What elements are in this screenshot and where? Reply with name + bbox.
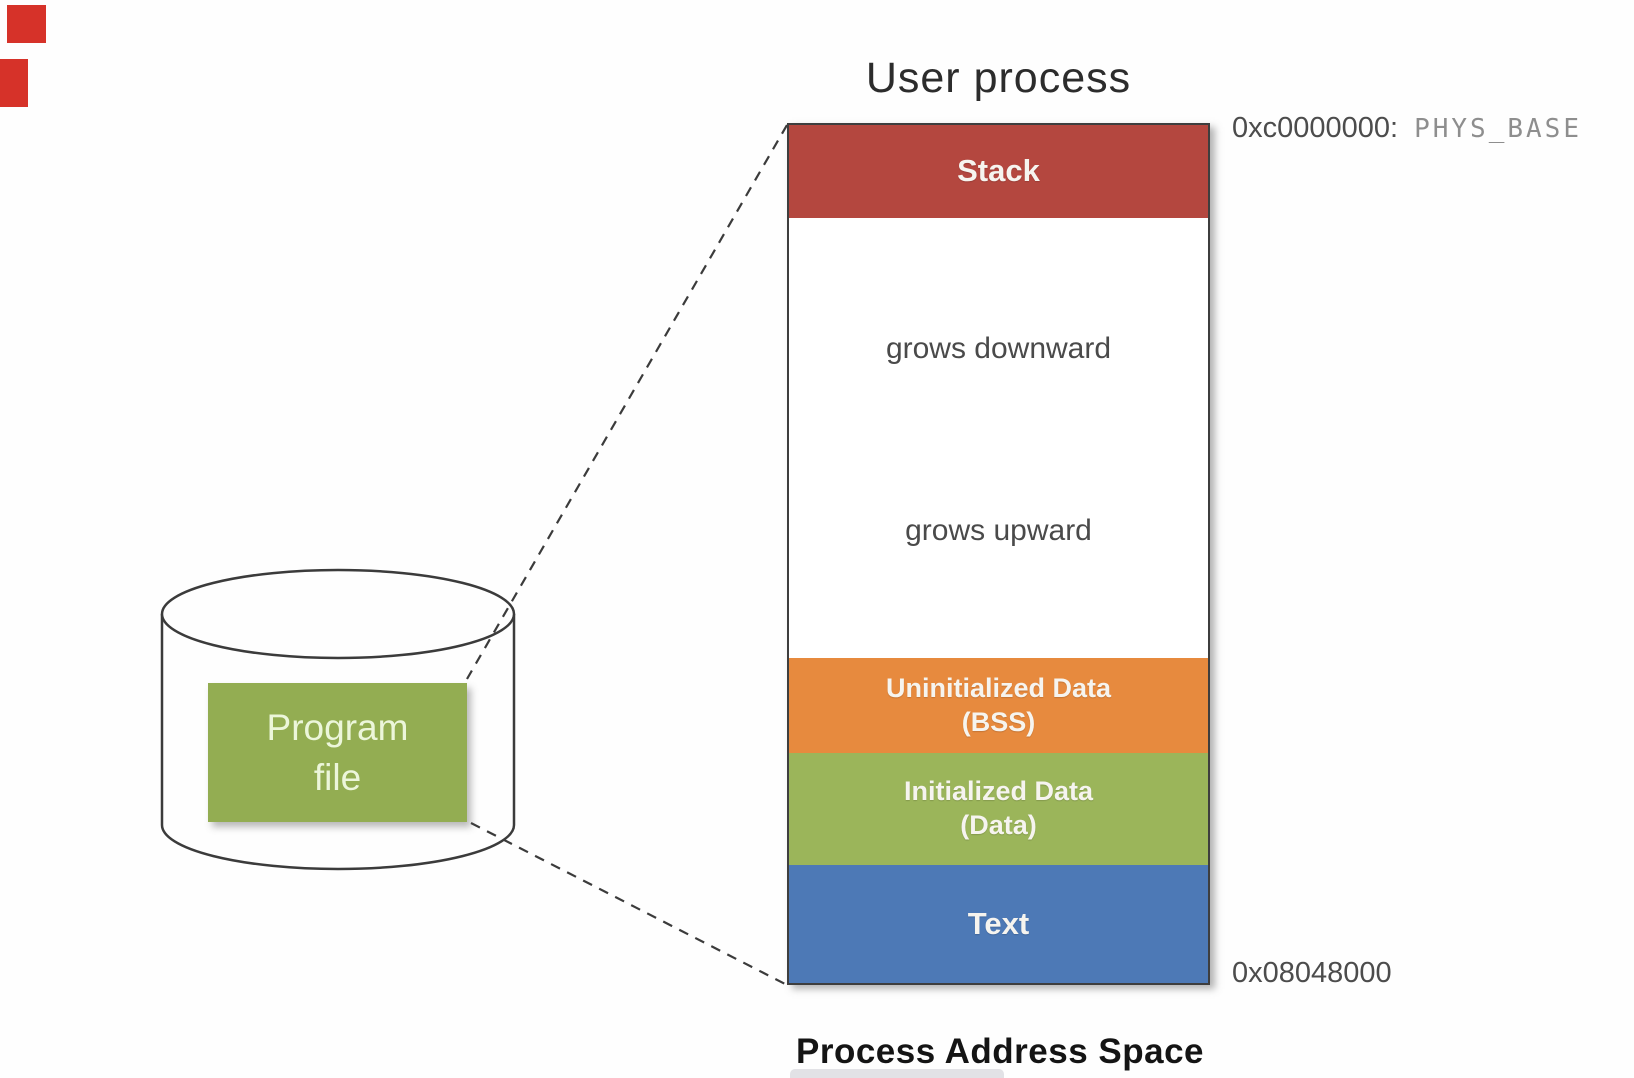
phys-base-symbol: PHYS_BASE (1414, 114, 1582, 144)
program-file-box: Program file (208, 683, 467, 822)
bottom-edge-artifact (790, 1069, 1004, 1078)
stack-segment: Stack (789, 125, 1208, 218)
red-annotation-marker (7, 5, 46, 43)
data-segment-label: Initialized Data (903, 776, 1094, 807)
top-address-hex: 0xc0000000: (1232, 112, 1399, 144)
unmapped-region (789, 218, 1208, 658)
program-file-label-line2: file (313, 756, 362, 798)
top-address-label: 0xc0000000: PHYS_BASE (1232, 112, 1582, 145)
program-file-label-line1: Program (266, 706, 409, 748)
diagram-caption: Process Address Space (795, 1032, 1205, 1071)
dashed-connector-line (466, 124, 790, 987)
text-segment-label: Text (967, 905, 1030, 941)
diagram-title: User process (865, 54, 1132, 102)
bss-segment: Uninitialized Data (BSS) (789, 658, 1208, 753)
bss-segment-label: Uninitialized Data (885, 672, 1112, 703)
bss-segment-sublabel: (BSS) (961, 706, 1036, 737)
bottom-address-label: 0x08048000 (1232, 957, 1392, 989)
data-segment: Initialized Data (Data) (789, 753, 1208, 865)
red-annotation-marker (0, 59, 28, 107)
text-segment: Text (789, 865, 1208, 983)
data-segment-sublabel: (Data) (960, 810, 1037, 840)
stack-segment-label: Stack (957, 153, 1040, 189)
process-address-space-column: Stack Uninitialized Data (BSS) Initializ… (787, 123, 1210, 985)
grows-downward-note: grows downward (885, 332, 1112, 365)
grows-upward-note: grows upward (905, 514, 1092, 547)
